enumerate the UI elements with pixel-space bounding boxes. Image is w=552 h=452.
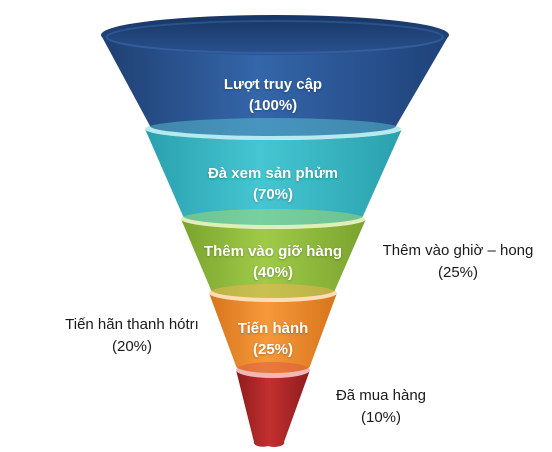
stage-3-label: Thêm vào giỡ hàng (40%) (185, 241, 361, 283)
stage-3-value: (40%) (252, 264, 293, 281)
stage-4-name: Tiến hành (237, 320, 309, 337)
funnel-stage-4 (209, 284, 337, 373)
annotation-add-to-cart-name: Thêm vào ghiờ – hong (382, 242, 534, 259)
stage-1-value: (100%) (248, 97, 298, 114)
stage-1-label: Lượt truy cập (100%) (185, 74, 361, 116)
funnel-stage-1 (101, 15, 449, 136)
funnel-stage-3 (181, 209, 366, 298)
annotation-purchased: Đã mua hàng (10%) (318, 385, 444, 429)
stage-2-value: (70%) (252, 186, 293, 203)
stage-4-label: Tiến hành (25%) (205, 318, 341, 360)
stage-1-name: Lượt truy cập (223, 76, 323, 93)
stage-3-name: Thêm vào giỡ hàng (203, 243, 343, 260)
stage-2-name: Đà xem sản phửm (207, 165, 339, 182)
annotation-checkout: Tiến hãn thanh hótrı (20%) (40, 314, 224, 358)
annotation-purchased-name: Đã mua hàng (335, 387, 427, 404)
annotation-checkout-value: (20%) (111, 338, 152, 355)
annotation-purchased-value: (10%) (360, 409, 401, 426)
funnel-stage-2 (145, 118, 402, 225)
annotation-add-to-cart-value: (25%) (437, 264, 478, 281)
annotation-add-to-cart: Thêm vào ghiờ – hong (25%) (370, 240, 546, 284)
funnel-stage-5 (236, 362, 310, 447)
stage-4-value: (25%) (252, 341, 293, 358)
stage-2-label: Đà xem sản phửm (70%) (185, 163, 361, 205)
annotation-checkout-name: Tiến hãn thanh hótrı (65, 316, 199, 333)
